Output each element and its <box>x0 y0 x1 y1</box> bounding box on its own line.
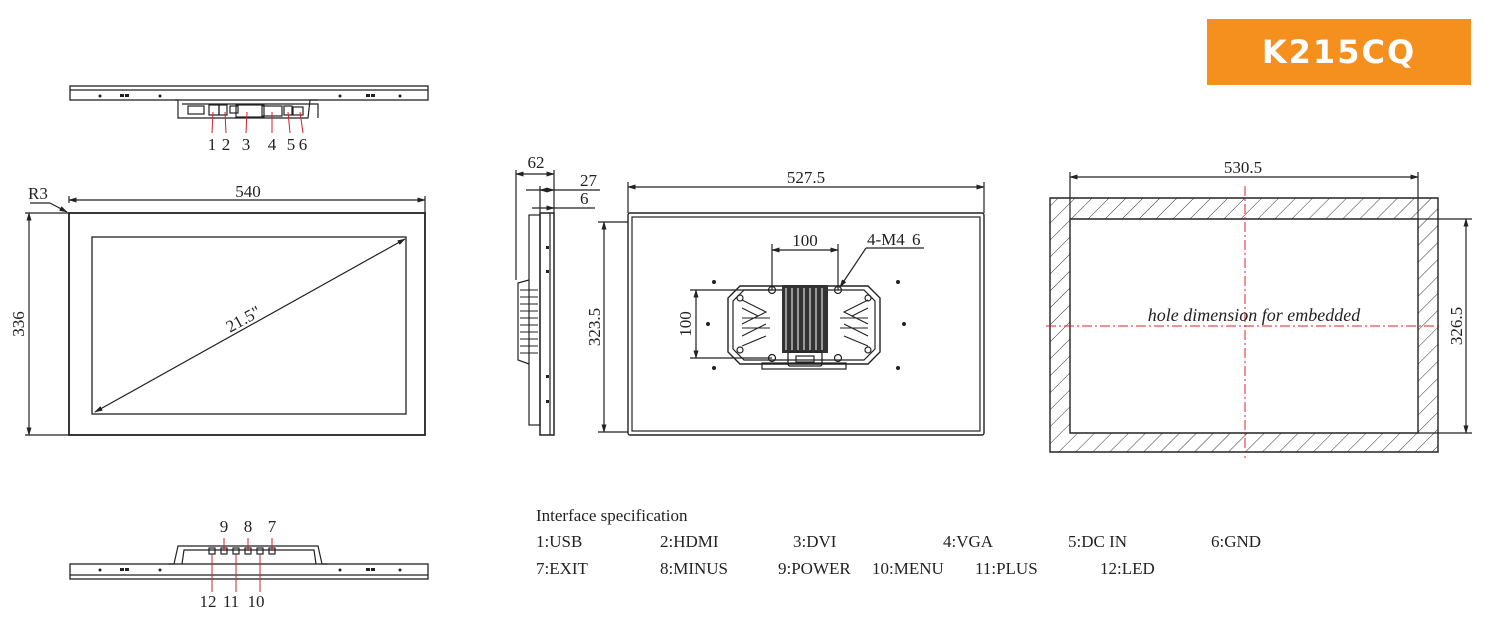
side-bezel-label: 27 <box>580 171 598 190</box>
bottom-callout-bottom-0: 12 <box>200 592 217 611</box>
corner-radius-label: R3 <box>28 184 48 203</box>
bottom-callout-leaders <box>211 538 273 592</box>
screw-depth-label: 6 <box>912 230 921 249</box>
front-height-label: 336 <box>9 311 28 337</box>
interface-item: 7:EXIT <box>536 559 589 578</box>
rear-view <box>598 182 985 436</box>
side-view <box>515 170 600 436</box>
interface-title: Interface specification <box>536 506 688 525</box>
cutout-width-label: 530.5 <box>1224 158 1262 177</box>
cutout-height-label: 326.5 <box>1447 307 1466 345</box>
interface-item: 12:LED <box>1100 559 1155 578</box>
interface-item: 2:HDMI <box>660 532 719 551</box>
bottom-callout-top-0: 9 <box>220 517 229 536</box>
bottom-callout-bottom-1: 11 <box>223 592 239 611</box>
interface-item: 6:GND <box>1211 532 1261 551</box>
top-callout-3: 4 <box>268 135 277 154</box>
model-badge: K215CQ <box>1207 19 1471 85</box>
top-callout-0: 1 <box>208 135 217 154</box>
front-view <box>25 196 426 436</box>
top-callout-4: 5 <box>287 135 296 154</box>
bottom-callout-top-2: 7 <box>268 517 277 536</box>
interface-item: 1:USB <box>536 532 582 551</box>
interface-item: 10:MENU <box>872 559 944 578</box>
interface-item: 11:PLUS <box>975 559 1038 578</box>
top-callout-2: 3 <box>242 135 251 154</box>
hole-spacing-v-label: 100 <box>676 311 695 337</box>
top-callout-leaders <box>211 111 304 134</box>
interface-item: 4:VGA <box>943 532 994 551</box>
diagonal-label: 21.5" <box>223 302 264 336</box>
side-depth-label: 62 <box>528 153 545 172</box>
interface-item: 5:DC IN <box>1068 532 1127 551</box>
cutout-view <box>1046 172 1472 458</box>
top-callout-1: 2 <box>222 135 231 154</box>
bottom-callout-top-1: 8 <box>244 517 253 536</box>
side-front-label: 6 <box>580 189 589 208</box>
rear-height-label: 323.5 <box>585 308 604 346</box>
interface-item: 9:POWER <box>778 559 851 578</box>
hole-spacing-label: 100 <box>792 231 818 250</box>
interface-table: 1:USB 2:HDMI 3:DVI 4:VGA 5:DC IN 6:GND 7:EXIT 8… <box>536 532 1261 578</box>
cutout-description: hole dimension for embedded <box>1148 305 1361 325</box>
interface-item: 3:DVI <box>793 532 837 551</box>
rear-width-label: 527.5 <box>787 168 825 187</box>
interface-item: 8:MINUS <box>660 559 728 578</box>
bottom-callout-bottom-2: 10 <box>248 592 265 611</box>
front-width-label: 540 <box>235 182 261 201</box>
top-callout-5: 6 <box>299 135 308 154</box>
screw-label: 4-M4 <box>867 230 905 249</box>
